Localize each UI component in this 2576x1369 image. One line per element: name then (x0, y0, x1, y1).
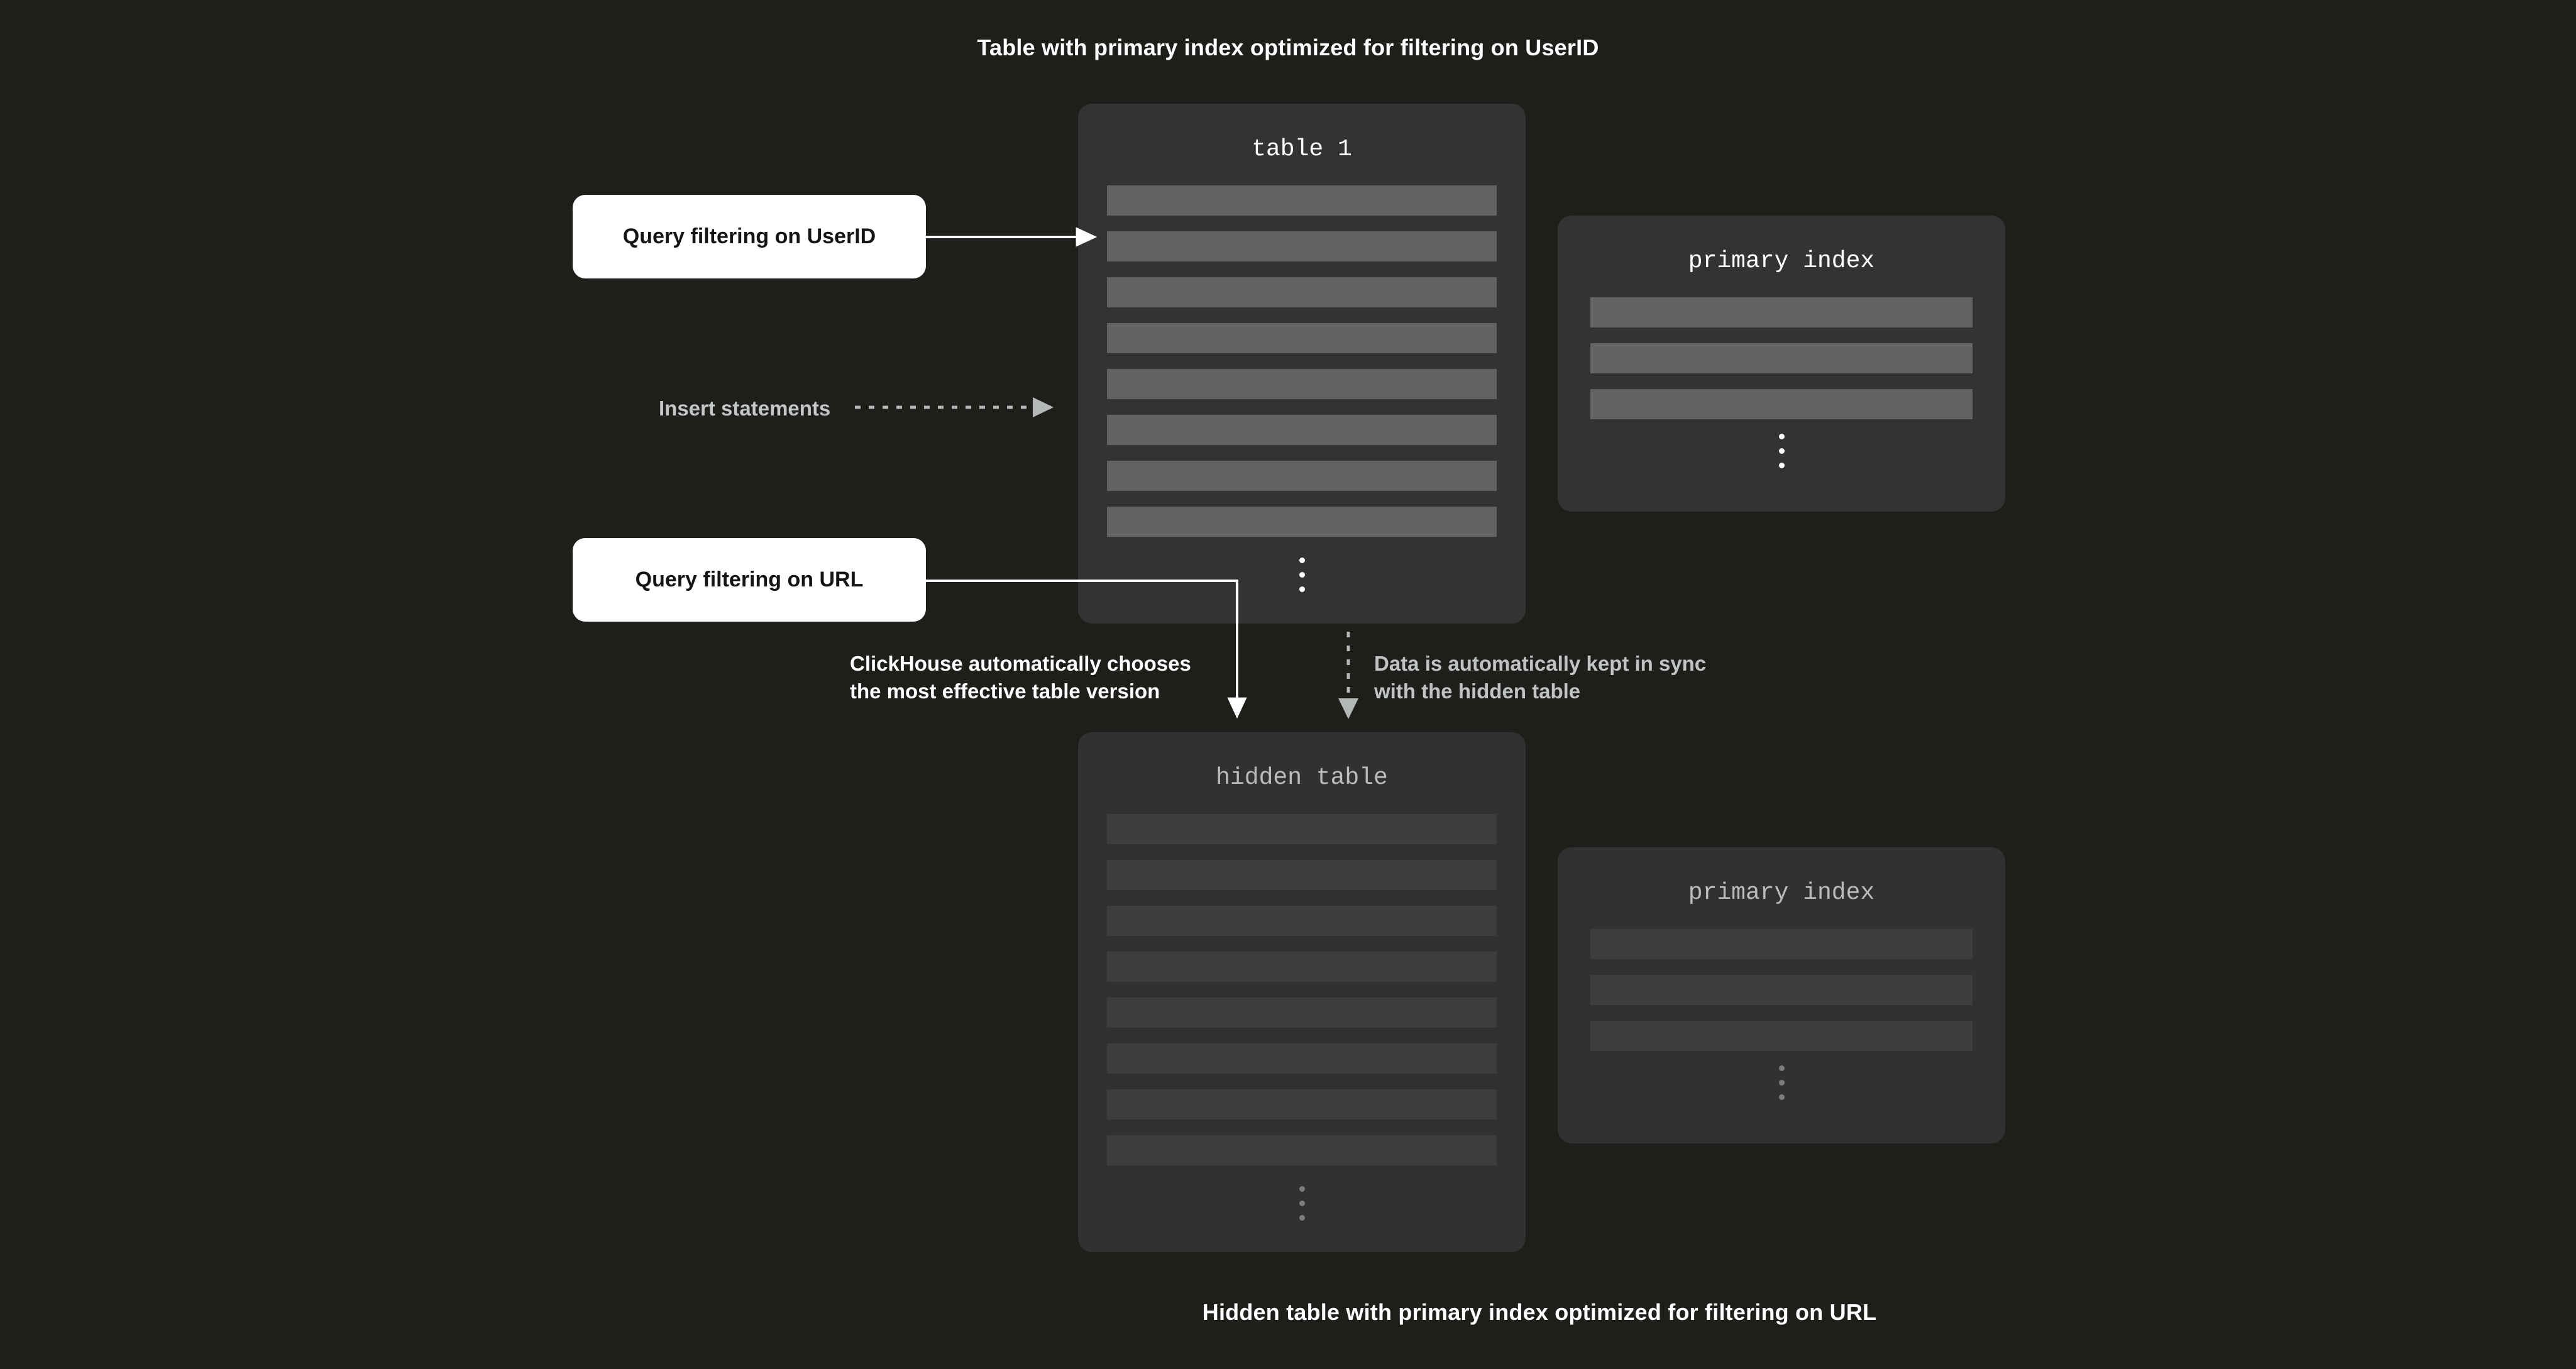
primary-index-top-ellipsis-icon (1558, 434, 2005, 468)
table-row (1590, 343, 1973, 373)
table-row (1107, 1089, 1497, 1119)
table-row (1590, 975, 1973, 1005)
ellipsis-dot (1299, 558, 1305, 563)
ellipsis-dot (1299, 572, 1305, 578)
primary-index-bottom-panel: primary index (1558, 847, 2005, 1143)
chooses-effective-version-note: ClickHouse automatically chooses the mos… (850, 652, 1191, 703)
ellipsis-dot (1299, 1215, 1305, 1221)
table-row (1107, 231, 1497, 261)
table-row (1107, 952, 1497, 982)
table-row (1107, 185, 1497, 216)
diagram-title-bottom: Hidden table with primary index optimize… (1202, 1299, 1877, 1325)
ellipsis-dot (1778, 1065, 1785, 1071)
table-row (1590, 1021, 1973, 1051)
ellipsis-dot (1299, 1186, 1305, 1192)
table-1-title: table 1 (1252, 136, 1352, 163)
hidden-table-title: hidden table (1216, 764, 1388, 791)
ellipsis-dot (1778, 1094, 1785, 1100)
table-row (1107, 906, 1497, 936)
ellipsis-dot (1778, 448, 1785, 454)
primary-index-bottom-title: primary index (1688, 879, 1875, 906)
hidden-table-rows (1078, 814, 1526, 1181)
primary-index-bottom-ellipsis-icon (1558, 1065, 2005, 1100)
insert-statements-label: Insert statements (659, 397, 831, 420)
hidden-table-ellipsis-icon (1078, 1186, 1526, 1221)
ellipsis-dot (1778, 463, 1785, 468)
query-filtering-userid-box[interactable]: Query filtering on UserID (573, 195, 926, 278)
kept-in-sync-note: Data is automatically kept in sync with … (1374, 652, 1707, 703)
ellipsis-dot (1778, 434, 1785, 439)
table-row (1107, 369, 1497, 399)
diagram-title-top: Table with primary index optimized for f… (977, 35, 1599, 60)
table-row (1107, 1043, 1497, 1074)
table-row (1107, 998, 1497, 1028)
table-row (1107, 814, 1497, 844)
table-row (1107, 507, 1497, 537)
table-1-ellipsis-icon (1078, 558, 1526, 592)
primary-index-top-title: primary index (1688, 248, 1875, 275)
hidden-table-panel: hidden table (1078, 732, 1526, 1252)
table-row (1107, 461, 1497, 491)
table-row (1107, 323, 1497, 353)
table-row (1107, 860, 1497, 890)
ellipsis-dot (1299, 586, 1305, 592)
query-filtering-url-box[interactable]: Query filtering on URL (573, 538, 926, 622)
table-row (1590, 297, 1973, 327)
primary-index-top-rows (1558, 297, 2005, 435)
table-row (1107, 1135, 1497, 1165)
table-1-panel: table 1 (1078, 104, 1526, 624)
table-row (1107, 277, 1497, 307)
table-row (1590, 929, 1973, 959)
ellipsis-dot (1778, 1080, 1785, 1086)
primary-index-bottom-rows (1558, 929, 2005, 1067)
table-row (1590, 389, 1973, 419)
ellipsis-dot (1299, 1201, 1305, 1206)
primary-index-top-panel: primary index (1558, 216, 2005, 512)
table-row (1107, 415, 1497, 445)
table-1-rows (1078, 185, 1526, 553)
